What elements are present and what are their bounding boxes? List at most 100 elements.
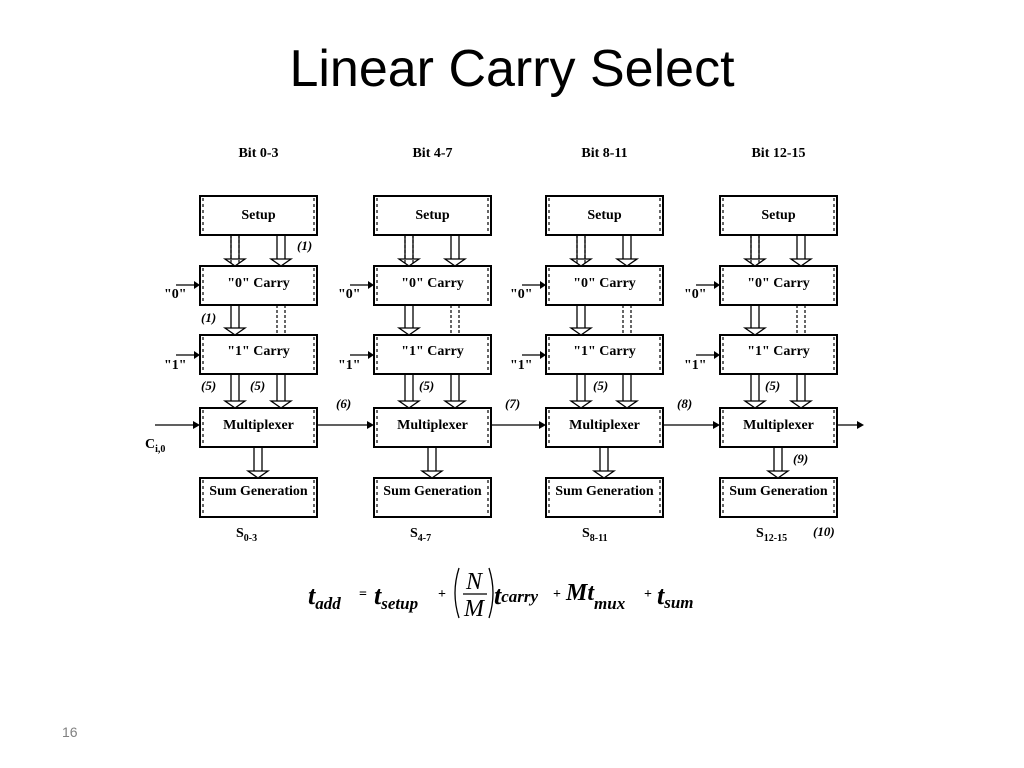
slide-title: Linear Carry Select xyxy=(289,40,735,98)
sum-block-label: Sum Generation xyxy=(729,484,828,499)
carry0-to-carry1-arrow xyxy=(568,305,594,336)
setup-to-carry-arrow xyxy=(268,235,294,267)
sum-block: Sum Generation xyxy=(199,477,318,518)
carry-in-arrow xyxy=(155,421,200,429)
delay-label-col3: (5) xyxy=(593,378,608,393)
mux-chain-arrow-3 xyxy=(663,421,720,429)
mux-chain-arrow-2 xyxy=(491,421,546,429)
mux-block-label: Multiplexer xyxy=(223,418,294,433)
setup-to-carry0-arrow xyxy=(222,235,248,267)
carry0-block: "0" Carry xyxy=(545,265,664,306)
delay-label-col2: (5) xyxy=(419,378,434,393)
sum-block-label: Sum Generation xyxy=(555,484,654,499)
carry1-to-mux-arrow-a xyxy=(742,374,768,409)
carry1-to-mux-arrow-b xyxy=(268,374,294,409)
carry0-to-carry1-arrow xyxy=(742,305,768,336)
carry1-block: "1" Carry xyxy=(199,334,318,375)
carry-in-label: Ci,0 xyxy=(145,437,165,455)
mux-to-sum-arrow xyxy=(419,447,445,479)
mux-block-label: Multiplexer xyxy=(397,418,468,433)
equation-denominator: M xyxy=(463,596,486,622)
carry0-block: "0" Carry xyxy=(373,265,492,306)
carry0-to-carry1-arrow xyxy=(396,305,422,336)
sum-block-label: Sum Generation xyxy=(383,484,482,499)
delay-label-carry0: (1) xyxy=(201,310,216,325)
equation-lhs: tadd xyxy=(308,581,341,613)
carry1-block: "1" Carry xyxy=(373,334,492,375)
setup-to-carry0-arrow xyxy=(396,235,422,267)
input-one-label: "1" xyxy=(338,358,361,373)
delay-label-10: (10) xyxy=(813,524,835,539)
carry1-block-label: "1" Carry xyxy=(573,344,636,359)
carry0-block-label: "0" Carry xyxy=(401,276,464,291)
carry0-bus xyxy=(450,305,460,335)
mux-chain-arrow-1 xyxy=(317,421,374,429)
mux-block-label: Multiplexer xyxy=(743,418,814,433)
mux-to-sum-arrow xyxy=(245,447,271,479)
carry0-block-label: "0" Carry xyxy=(227,276,290,291)
delay-label-6: (6) xyxy=(336,396,351,411)
carry0-block: "0" Carry xyxy=(719,265,838,306)
sum-output-label: S0-3 xyxy=(236,526,257,544)
carry1-block: "1" Carry xyxy=(719,334,838,375)
column-header: Bit 0-3 xyxy=(238,146,278,161)
equation-equals: = xyxy=(359,587,367,602)
setup-to-carry-arrow xyxy=(614,235,640,267)
sum-block: Sum Generation xyxy=(545,477,664,518)
setup-block-label: Setup xyxy=(761,208,795,223)
page-number: 16 xyxy=(62,724,78,740)
setup-to-carry0-arrow xyxy=(742,235,768,267)
setup-block: Setup xyxy=(373,195,492,236)
setup-block: Setup xyxy=(545,195,664,236)
setup-block-label: Setup xyxy=(241,208,275,223)
carry0-block-label: "0" Carry xyxy=(747,276,810,291)
delay-label-col4: (5) xyxy=(765,378,780,393)
equation-left-paren xyxy=(454,567,460,619)
setup-block: Setup xyxy=(719,195,838,236)
equation-carry-term: tcarry xyxy=(494,581,539,610)
carry1-to-mux-arrow-a xyxy=(222,374,248,409)
column-header: Bit 4-7 xyxy=(412,146,452,161)
delay-label-9: (9) xyxy=(793,451,808,466)
equation-numerator: N xyxy=(465,569,484,595)
equation-sum-term: tsum xyxy=(657,581,694,612)
sum-output-label: S4-7 xyxy=(410,526,431,544)
setup-block: Setup xyxy=(199,195,318,236)
delay-label-setup: (1) xyxy=(297,238,312,253)
mux-block: Multiplexer xyxy=(545,407,664,448)
input-one-label: "1" xyxy=(164,358,187,373)
column-header: Bit 8-11 xyxy=(581,146,627,161)
equation-setup-term: tsetup xyxy=(374,581,418,613)
carry1-to-mux-arrow-a xyxy=(568,374,594,409)
carry1-block-label: "1" Carry xyxy=(227,344,290,359)
input-zero-label: "0" xyxy=(164,287,187,302)
sum-block: Sum Generation xyxy=(719,477,838,518)
input-one-label: "1" xyxy=(684,358,707,373)
setup-to-carry-arrow xyxy=(442,235,468,267)
carry0-bus xyxy=(622,305,632,335)
equation-plus-1: + xyxy=(438,587,446,602)
setup-to-carry-arrow xyxy=(788,235,814,267)
equation-plus-3: + xyxy=(644,587,652,602)
input-zero-label: "0" xyxy=(338,287,361,302)
carry1-to-mux-arrow-b xyxy=(788,374,814,409)
carry0-block: "0" Carry xyxy=(199,265,318,306)
sum-output-label: S12-15 xyxy=(756,526,787,544)
mux-block-label: Multiplexer xyxy=(569,418,640,433)
delay-label-7: (7) xyxy=(505,396,520,411)
carry0-block-label: "0" Carry xyxy=(573,276,636,291)
carry1-to-mux-arrow-b xyxy=(442,374,468,409)
equation-mux-term: Mtmux xyxy=(565,580,626,613)
sum-output-label: S8-11 xyxy=(582,526,608,544)
carry0-bus xyxy=(796,305,806,335)
carry1-block: "1" Carry xyxy=(545,334,664,375)
setup-block-label: Setup xyxy=(415,208,449,223)
mux-block: Multiplexer xyxy=(373,407,492,448)
carry1-block-label: "1" Carry xyxy=(747,344,810,359)
delay-label-col1-b: (5) xyxy=(250,378,265,393)
carry1-to-mux-arrow-b xyxy=(614,374,640,409)
setup-block-label: Setup xyxy=(587,208,621,223)
